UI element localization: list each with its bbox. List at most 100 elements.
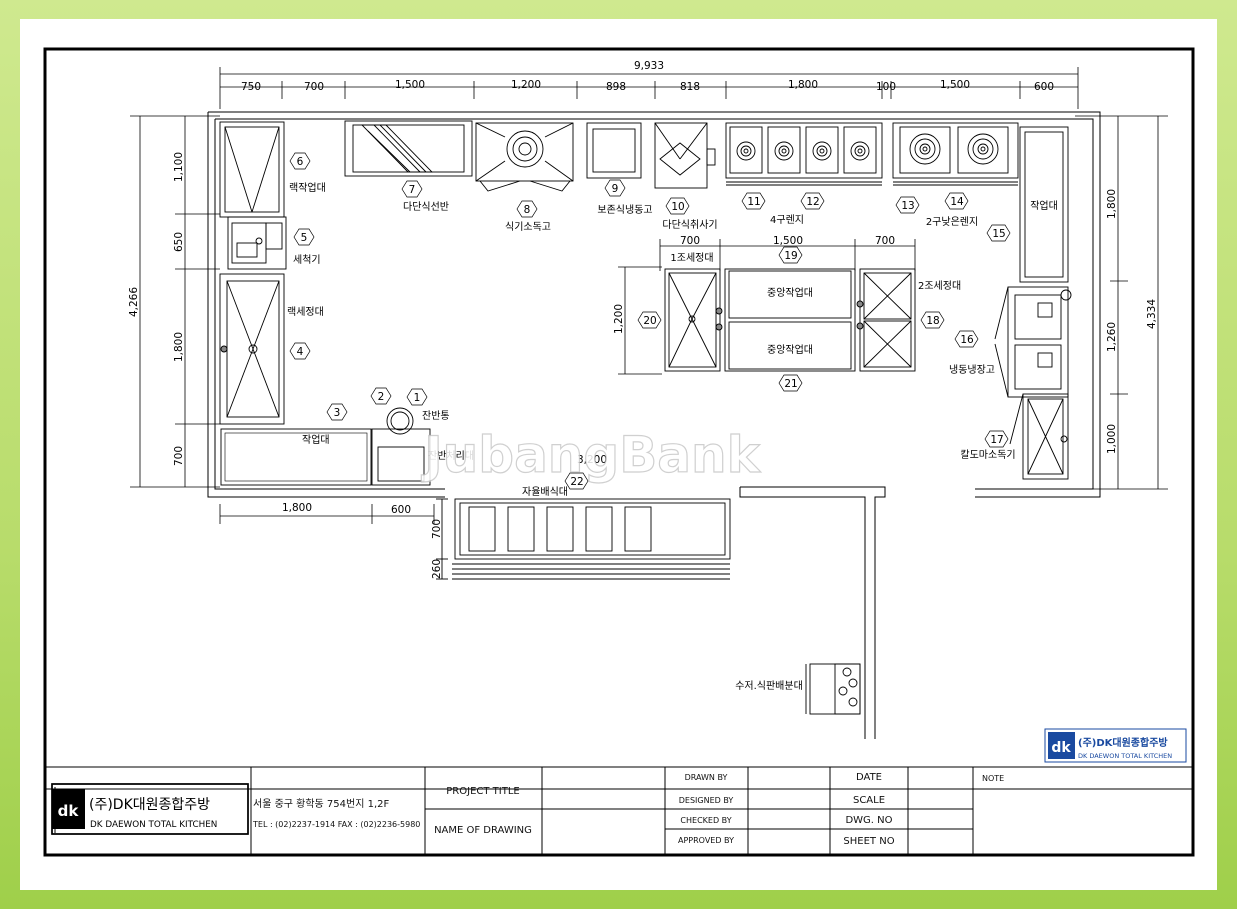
callout-19: 19	[778, 246, 803, 264]
dim-center-top: 700	[875, 235, 895, 247]
callout-20: 20	[637, 311, 662, 329]
callout-number: 3	[334, 407, 341, 419]
rice-cooker-10	[654, 122, 716, 189]
callout-18: 18	[920, 311, 945, 329]
dish-sterilizer-8	[475, 122, 574, 192]
dim-center-top: 700	[680, 235, 700, 247]
waste-bin-1	[371, 407, 431, 486]
label-rack-sink: 랙세정대	[287, 306, 324, 318]
company-address: 서울 중구 황학동 754번지 1,2F	[253, 798, 390, 810]
dim-counter-side: 260	[431, 559, 443, 579]
floor-plan-drawing: 9,933 750 700 1,500 1,200 898 818 1,800 …	[43, 47, 1195, 857]
callout-4: 4	[289, 342, 311, 360]
knife-sterilizer-17	[1009, 393, 1069, 480]
sink-18	[856, 268, 916, 372]
rack-sink-4	[219, 273, 285, 425]
callout-9: 9	[604, 179, 626, 197]
callout-10: 10	[665, 197, 690, 215]
callout-21: 21	[778, 374, 803, 392]
callout-number: 16	[960, 334, 974, 346]
label-multi-shelf: 다단식선반	[403, 201, 449, 213]
center-dimensions	[618, 239, 916, 375]
workbench-15	[1019, 126, 1069, 283]
dim-top: 600	[1034, 81, 1054, 93]
company-logo-text: dk	[58, 802, 80, 820]
callout-number: 5	[301, 232, 308, 244]
label-center-workbench-2: 중앙작업대	[767, 343, 813, 356]
dwg-no-label: DWG. NO	[845, 815, 892, 826]
callout-number: 9	[612, 183, 619, 195]
callout-15: 15	[986, 224, 1011, 242]
callout-number: 6	[297, 156, 304, 168]
dim-right: 1,000	[1106, 424, 1118, 454]
item-labels: 랙작업대 세척기 랙세정대 작업대 잔반통 잔반처리대 다단식선반 식기소독고 …	[287, 181, 1058, 692]
dim-center-top: 1,500	[773, 235, 803, 247]
left-dimensions	[130, 115, 220, 488]
callout-17: 17	[984, 430, 1009, 448]
workbench-3	[220, 428, 372, 486]
sheet-no-label: SHEET NO	[843, 836, 894, 847]
dim-right: 1,260	[1106, 322, 1118, 352]
small-company-logo: dk (주)DK대원종합주방 DK DAEWON TOTAL KITCHEN	[1044, 728, 1187, 763]
small-logo-name-kr: (주)DK대원종합주방	[1078, 736, 1168, 749]
dim-left: 650	[173, 232, 185, 252]
approved-by-label: APPROVED BY	[678, 836, 734, 845]
dim-top: 898	[606, 81, 626, 93]
callout-number: 7	[409, 184, 416, 196]
callout-number: 19	[784, 250, 797, 262]
company-contact: TEL : (02)2237-1914 FAX : (02)2236-5980	[252, 820, 420, 829]
label-cutlery-stand: 수저.식판배분대	[735, 680, 803, 692]
dim-top: 1,200	[511, 79, 541, 91]
drawn-by-label: DRAWN BY	[685, 773, 728, 782]
label-refrigerator: 냉동냉장고	[949, 364, 995, 376]
label-four-burner: 4구렌지	[770, 214, 804, 226]
dim-counter-side: 700	[431, 519, 443, 539]
dim-bottom: 600	[391, 504, 411, 516]
callout-number: 18	[926, 315, 939, 327]
label-rice-cooker: 다단식취사기	[662, 219, 717, 231]
callout-number: 2	[378, 391, 385, 403]
dim-top: 1,500	[940, 79, 970, 91]
callout-number: 1	[414, 392, 421, 404]
four-burner-range-11	[725, 122, 883, 186]
title-block	[45, 766, 1193, 855]
watermark: JubangBank	[421, 426, 762, 484]
callout-number: 22	[570, 476, 583, 488]
label-two-sink: 2조세정대	[918, 280, 961, 292]
dim-right-total: 4,334	[1146, 299, 1158, 329]
dim-center-left: 1,200	[613, 304, 625, 334]
callout-16: 16	[954, 330, 979, 348]
label-serving-counter: 자율배식대	[522, 486, 568, 498]
room-walls	[207, 111, 1101, 739]
label-waste-bin: 잔반통	[422, 410, 450, 422]
checked-by-label: CHECKED BY	[680, 816, 731, 825]
dim-top: 100	[876, 81, 896, 93]
callout-8: 8	[516, 200, 538, 218]
multi-shelf-7	[344, 120, 473, 177]
callout-number: 11	[747, 196, 760, 208]
callout-number: 12	[806, 196, 819, 208]
dim-total-width: 9,933	[634, 60, 664, 72]
designed-by-label: DESIGNED BY	[679, 796, 734, 805]
right-dimension-labels: 1,800 1,260 1,000 4,334	[1106, 189, 1158, 454]
callout-number: 8	[524, 204, 531, 216]
cutlery-stand	[805, 663, 861, 715]
callout-number: 13	[901, 200, 914, 212]
project-title-label: PROJECT TITLE	[446, 786, 519, 797]
callout-22: 22	[564, 472, 589, 490]
note-label: NOTE	[982, 774, 1004, 783]
small-logo-mark: dk	[1051, 740, 1071, 756]
callout-1: 1	[406, 388, 428, 406]
item-callouts: 1 2 3 4 5 6 7 8 9 10 11 12 13 14 15 16 1…	[289, 152, 1011, 490]
label-waste-table: 잔반처리대	[428, 450, 474, 462]
low-range-13	[892, 122, 1019, 186]
dim-top: 1,800	[788, 79, 818, 91]
dim-right: 1,800	[1106, 189, 1118, 219]
dim-left: 700	[173, 446, 185, 466]
callout-3: 3	[326, 403, 348, 421]
sheet-border	[43, 47, 1195, 857]
label-center-workbench-1: 중앙작업대	[767, 286, 813, 299]
dim-left-total: 4,266	[128, 287, 140, 317]
dim-top: 700	[304, 81, 324, 93]
callout-5: 5	[293, 228, 315, 246]
